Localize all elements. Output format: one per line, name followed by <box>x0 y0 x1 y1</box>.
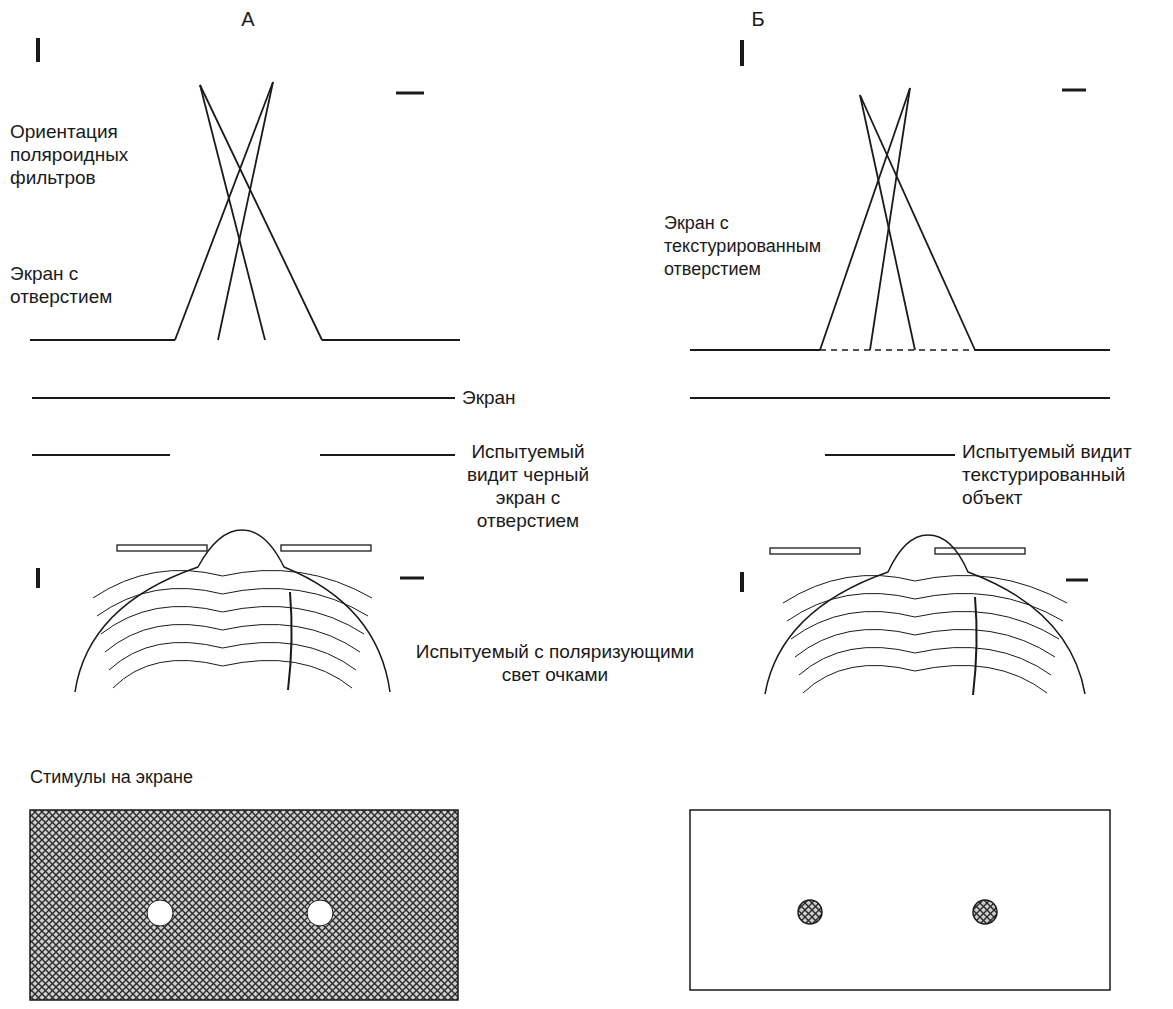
panel-letter: А <box>228 8 268 31</box>
panel-letter: Б <box>738 8 778 31</box>
stimulus-panel-a <box>30 810 458 1000</box>
viewer-sees-label: Испытуемый видит черный экран с отверсти… <box>458 440 598 532</box>
textured-hole-label: Экран с текстурированным отверстием <box>664 212 836 281</box>
viewer-glasses-label: Испытуемый с поляризующими свет очками <box>395 640 715 686</box>
stimuli-label: Стимулы на экране <box>30 766 290 789</box>
filter-orientation-label: Ориентация поляроидных фильтров <box>10 120 170 189</box>
viewer-sees-label: Испытуемый видит текстурированный объект <box>962 440 1142 509</box>
light-paths <box>30 38 1110 592</box>
viewer-heads <box>75 530 1085 695</box>
stimulus-panel-b <box>690 810 1110 990</box>
screen-label: Экран <box>462 386 542 409</box>
screen-hole-label: Экран с отверстием <box>10 262 150 308</box>
